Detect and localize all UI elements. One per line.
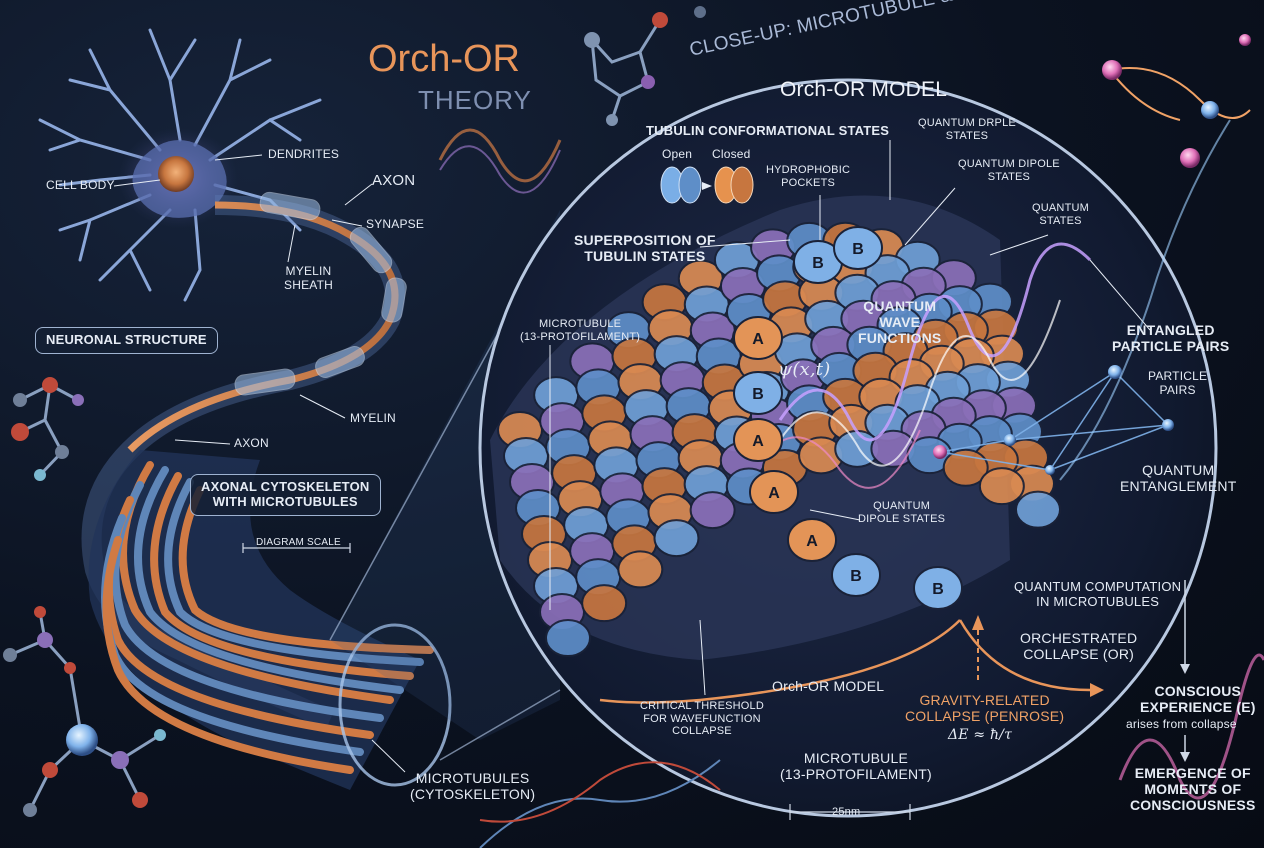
label-microtubules: MICROTUBULES (CYTOSKELETON) bbox=[410, 770, 536, 803]
label-myelin-sheath: MYELIN SHEATH bbox=[284, 264, 333, 292]
label-particle-pairs: PARTICLE PAIRS bbox=[1148, 369, 1208, 397]
label-quantum-entanglement: QUANTUM ENTANGLEMENT bbox=[1120, 462, 1237, 495]
label-gravity-collapse: GRAVITY-RELATED COLLAPSE (PENROSE) bbox=[905, 692, 1065, 725]
tubulin-subunit-a bbox=[749, 470, 799, 514]
axon-core bbox=[127, 201, 399, 453]
tubulin-letter: A bbox=[768, 485, 780, 502]
axon-bundle bbox=[88, 450, 452, 790]
label-orchestrated-collapse: ORCHESTRATED COLLAPSE (OR) bbox=[1020, 630, 1138, 663]
label-dendrites: DENDRITES bbox=[268, 147, 340, 161]
tubulin-letter: B bbox=[932, 581, 944, 598]
tubulin-letter: A bbox=[752, 433, 764, 450]
energy-equation: ΔE ≈ ħ/τ bbox=[948, 727, 1013, 743]
collapse-arrow-right bbox=[958, 619, 1091, 692]
scale-bar-diagram bbox=[242, 543, 351, 553]
wave-decoration-top bbox=[438, 128, 562, 183]
label-dipole-mid: QUANTUM DIPOLE STATES bbox=[858, 500, 946, 525]
label-quantum-drple: QUANTUM DRPLE STATES bbox=[918, 117, 1016, 142]
tubulin-letter: B bbox=[850, 568, 862, 585]
tubulin-closed-icon bbox=[714, 166, 754, 204]
wave-function-1 bbox=[778, 242, 1092, 442]
arrowhead-right bbox=[1090, 683, 1104, 697]
label-quantum-computation: QUANTUM COMPUTATION IN MICROTUBULES bbox=[1014, 579, 1182, 609]
tubulin-open-icon bbox=[660, 166, 702, 204]
tubulin-subunit-b bbox=[913, 566, 963, 610]
wave-function-3 bbox=[759, 429, 921, 489]
collapse-arrow-left bbox=[599, 619, 961, 704]
label-emergence: EMERGENCE OF MOMENTS OF CONSCIOUSNESS bbox=[1130, 765, 1256, 814]
tubulin-subunit-a bbox=[733, 418, 783, 462]
consciousness-wave bbox=[1118, 653, 1264, 800]
label-critical-threshold: CRITICAL THRESHOLD FOR WAVEFUNCTION COLL… bbox=[640, 700, 765, 738]
label-myelin: MYELIN bbox=[350, 411, 396, 425]
leader-lines bbox=[113, 140, 1151, 773]
label-quantum-states: QUANTUM STATES bbox=[1032, 202, 1090, 227]
particle-node bbox=[1045, 465, 1055, 475]
tubulin-subunit-a bbox=[733, 316, 783, 360]
label-diagram-scale: DIAGRAM SCALE bbox=[256, 537, 341, 548]
myelin-segments bbox=[234, 191, 407, 396]
label-conscious-experience: CONSCIOUS EXPERIENCE (E) bbox=[1140, 683, 1256, 716]
tubulin-letter: B bbox=[752, 386, 764, 403]
particle-node bbox=[1162, 419, 1174, 431]
tubulin-letter: A bbox=[752, 331, 764, 348]
state-change-arrow bbox=[702, 182, 712, 190]
scale-bar-25nm bbox=[789, 804, 911, 820]
particle-node bbox=[1108, 365, 1122, 379]
circle-heading: Orch-OR MODEL bbox=[780, 78, 948, 101]
label-orch-model-arrow: Orch-OR MODEL bbox=[772, 678, 885, 694]
psi-equation: ψ(x,t) bbox=[778, 359, 831, 380]
particle-pairs-top-right bbox=[1102, 34, 1251, 168]
tubulin-subunit bbox=[689, 491, 736, 530]
tubulin-subunit bbox=[1015, 490, 1061, 529]
label-axon-top: AXON bbox=[372, 172, 416, 189]
label-hydrophobic-pockets: HYDROPHOBIC POCKETS bbox=[766, 164, 851, 189]
label-synapse: SYNAPSE bbox=[366, 217, 425, 231]
title-sub: THEORY bbox=[418, 85, 532, 115]
label-entangled: ENTANGLED PARTICLE PAIRS bbox=[1112, 322, 1230, 355]
label-arises: arises from collapse bbox=[1126, 717, 1237, 731]
neuronal-structure-box: NEURONAL STRUCTURE bbox=[35, 327, 218, 354]
particle-node bbox=[1004, 434, 1016, 446]
label-quantum-dipole-top: QUANTUM DIPOLE STATES bbox=[958, 158, 1060, 183]
tubulin-subunit-b bbox=[733, 371, 783, 415]
label-axon-lower: AXON bbox=[234, 436, 269, 450]
tubulin-subunit-b bbox=[831, 553, 881, 597]
tubulin-letter: B bbox=[812, 255, 824, 272]
tubulin-subunit bbox=[653, 519, 700, 558]
label-superposition: SUPERPOSITION OF TUBULIN STATES bbox=[574, 232, 716, 265]
tubulin-subunit bbox=[617, 550, 664, 589]
tubulin-letter: A bbox=[806, 533, 818, 550]
dna-helix-decoration bbox=[479, 759, 721, 848]
label-tubulin-states: TUBULIN CONFORMATIONAL STATES bbox=[646, 123, 890, 138]
title-main: Orch-OR bbox=[368, 38, 520, 80]
axonal-cytoskeleton-box: AXONAL CYTOSKELETON WITH MICROTUBULES bbox=[190, 474, 381, 516]
label-cell-body: CELL BODY bbox=[46, 178, 115, 192]
particle-node bbox=[933, 445, 947, 459]
label-microtubule-13: MICROTUBULE (13-PROTOFILAMENT) bbox=[520, 318, 641, 343]
energy-beam bbox=[1059, 119, 1231, 481]
entanglement-network bbox=[939, 371, 1169, 471]
label-closed: Closed bbox=[712, 147, 751, 161]
wave-function-2 bbox=[779, 299, 1061, 467]
label-microtubule-bottom: MICROTUBULE (13-PROTOFILAMENT) bbox=[780, 750, 932, 783]
tubulin-subunit-a bbox=[787, 518, 837, 562]
label-wave-functions: QUANTUM WAVE FUNCTIONS bbox=[858, 298, 942, 347]
tubulin-subunit-b bbox=[833, 226, 883, 270]
tubulin-subunit bbox=[978, 467, 1025, 506]
tubulin-letter: B bbox=[852, 241, 864, 258]
label-scale-25nm: 25nm bbox=[832, 806, 861, 818]
tubulin-subunit bbox=[581, 584, 628, 623]
tubulin-subunit bbox=[545, 619, 591, 657]
nucleus bbox=[158, 156, 194, 192]
label-open: Open bbox=[662, 147, 693, 161]
molecule-decoration-top bbox=[590, 19, 662, 121]
